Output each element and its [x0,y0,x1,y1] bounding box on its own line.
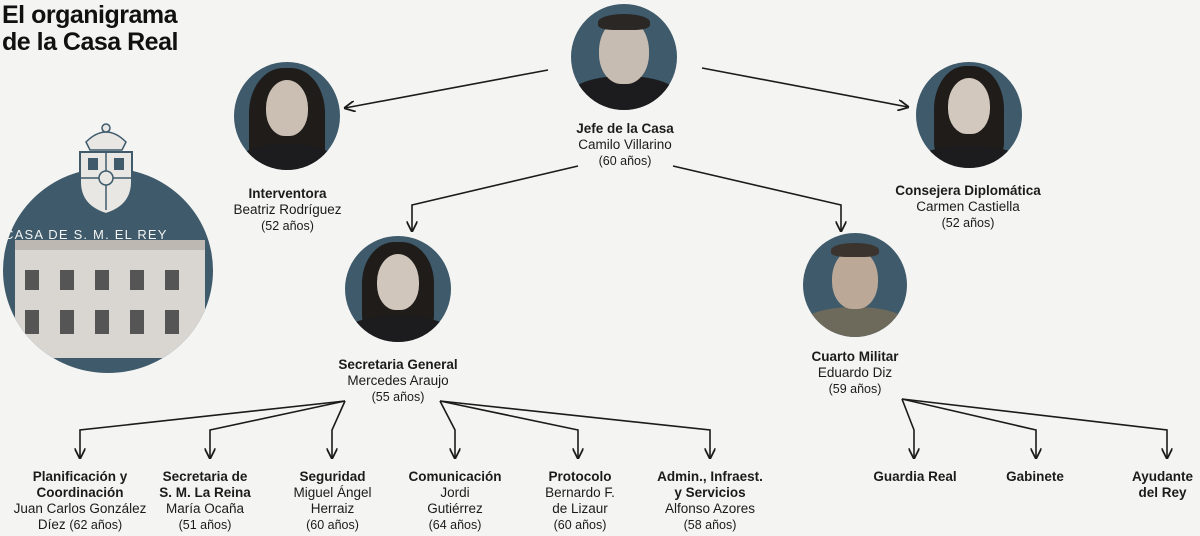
node-secretaria-general: Secretaria General Mercedes Araujo (55 a… [313,357,483,405]
node-cuarto-militar: Cuarto Militar Eduardo Diz (59 años) [770,349,940,397]
node-age: (59 años) [828,382,882,396]
arrow-cm-guardia [901,398,914,458]
node-name: Beatriz Rodríguez [233,202,342,217]
leaf-role: Planificación y [32,469,128,484]
arrow-cm-ayudante [901,398,1167,458]
leaf-role: Seguridad [299,469,366,484]
leaf-name: Alfonso Azores [664,501,756,516]
arrow-jefe-cuarto [672,165,841,231]
leaf-role: Coordinación [36,485,124,500]
leaf-name: Jordi [440,485,470,500]
leaf-ayudante: Ayudante del Rey [1125,469,1200,501]
leaf-name: Juan Carlos González [13,501,147,516]
palace-building [15,240,205,358]
leaf-gabinete: Gabinete [990,469,1080,485]
leaf-secretaria-reina: Secretaria de S. M. La Reina María Ocaña… [140,469,270,533]
leaf-admin: Admin., Infraest. y Servicios Alfonso Az… [640,469,780,533]
leaf-planificacion: Planificación y Coordinación Juan Carlos… [5,469,155,533]
node-role: Consejera Diplomática [895,183,1041,198]
arrow-jefe-consejera [701,67,908,107]
arrow-sg-secretaria-reina [210,400,346,458]
leaf-guardia-real: Guardia Real [860,469,970,485]
consejera-photo [916,62,1022,168]
leaf-age: (62 años) [69,518,123,532]
leaf-role: Guardia Real [873,469,957,484]
leaf-age: (64 años) [428,518,482,532]
arrow-cm-gabinete [901,398,1036,458]
node-role: Jefe de la Casa [576,121,674,136]
casa-real-logo-text: CASA DE S. M. EL REY [4,227,168,242]
cuarto-militar-photo [803,233,907,337]
node-name: Camilo Villarino [578,137,672,152]
leaf-role: y Servicios [674,485,746,500]
leaf-protocolo: Protocolo Bernardo F. de Lizaur (60 años… [520,469,640,533]
node-consejera: Consejera Diplomática Carmen Castiella (… [870,183,1066,231]
leaf-name: Miguel Ángel [293,485,372,500]
leaf-name-line2: Díez (62 años) [37,517,123,532]
leaf-role: S. M. La Reina [159,485,251,500]
arrow-sg-admin [439,400,710,458]
node-jefe: Jefe de la Casa Camilo Villarino (60 año… [540,121,710,169]
leaf-age: (58 años) [683,518,737,532]
leaf-age: (51 años) [178,518,232,532]
node-age: (60 años) [598,154,652,168]
node-age: (52 años) [261,219,314,233]
leaf-role: Comunicación [408,469,502,484]
node-role: Secretaria General [338,357,458,372]
node-interventora: Interventora Beatriz Rodríguez (52 años) [200,186,375,234]
node-role: Cuarto Militar [811,349,899,364]
leaf-role: Ayudante [1131,469,1193,484]
node-role: Interventora [248,186,327,201]
leaf-role: Protocolo [548,469,612,484]
leaf-name: Bernardo F. [545,485,615,500]
interventora-photo [234,62,340,170]
node-name: Eduardo Diz [817,365,893,380]
node-name: Mercedes Araujo [347,373,449,388]
leaf-role: Admin., Infraest. [657,469,763,484]
leaf-age: (60 años) [553,518,607,532]
leaf-name: Herraiz [310,501,355,516]
arrow-sg-comunicacion [439,400,455,458]
arrow-sg-protocolo [439,400,578,458]
secretaria-general-photo [345,236,451,342]
node-name: Carmen Castiella [916,199,1020,214]
arrow-jefe-interventora [345,69,549,108]
royal-crest-icon [79,123,133,216]
node-age: (55 años) [371,390,425,404]
jefe-photo [571,4,677,110]
leaf-role: del Rey [1138,485,1187,500]
arrow-sg-planificacion [80,400,346,458]
leaf-name: Gutiérrez [427,501,483,516]
leaf-seguridad: Seguridad Miguel Ángel Herraiz (60 años) [270,469,395,533]
arrow-jefe-secretaria [412,165,579,231]
leaf-comunicacion: Comunicación Jordi Gutiérrez (64 años) [395,469,515,533]
leaf-name: de Lizaur [552,501,608,516]
leaf-age: (60 años) [306,518,359,532]
title-line-2: de la Casa Real [2,28,178,56]
arrow-sg-seguridad [332,400,346,458]
title-line-1: El organigrama [2,1,177,29]
leaf-role: Secretaria de [162,469,248,484]
leaf-role: Gabinete [1006,469,1064,484]
leaf-name: María Ocaña [165,501,245,516]
diagram-title: El organigrama de la Casa Real [2,2,178,56]
node-age: (52 años) [941,216,995,230]
